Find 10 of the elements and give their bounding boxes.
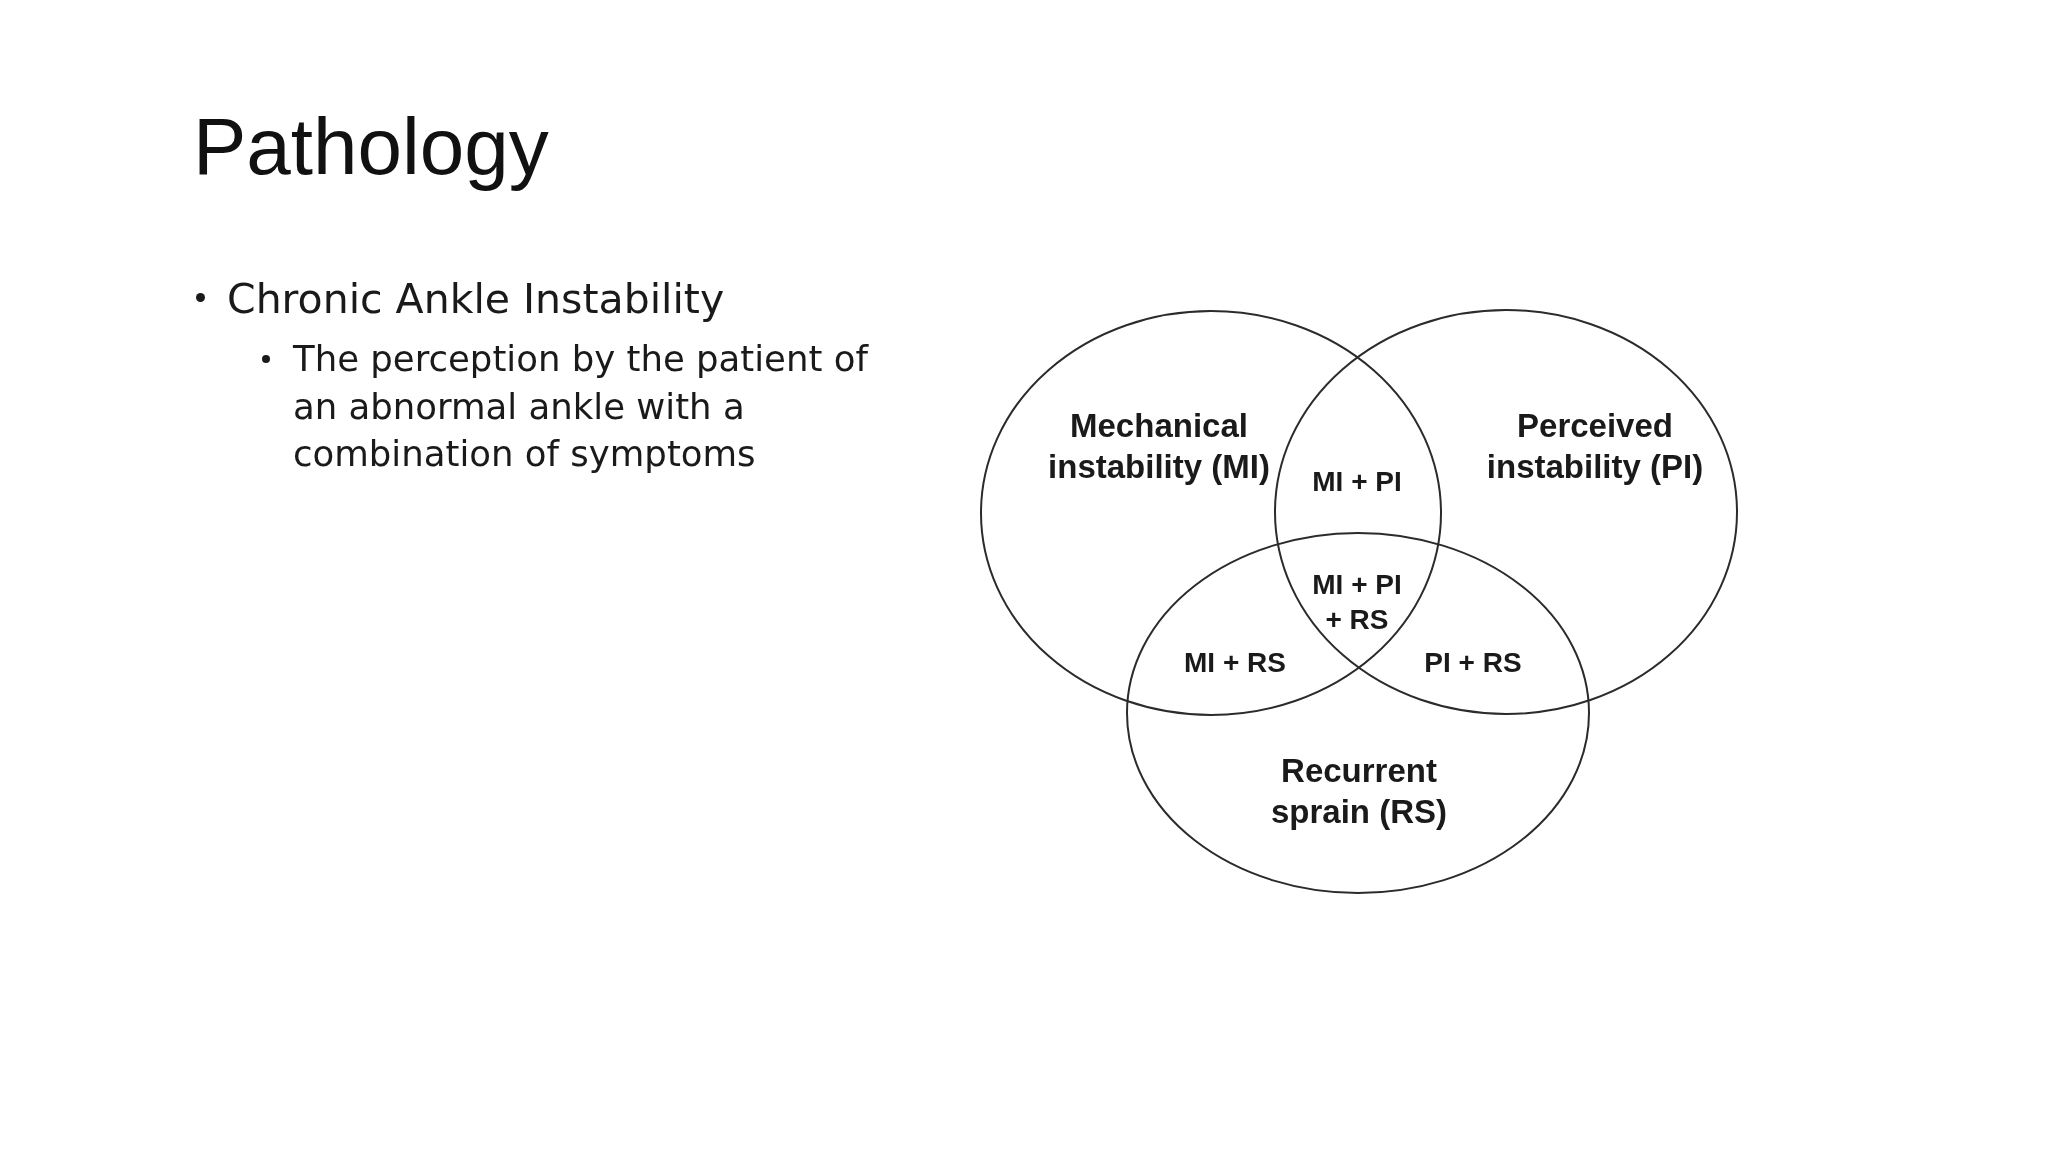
region-label: MI + PI + RS <box>1311 567 1403 637</box>
bullet-text: Chronic Ankle Instability <box>227 273 725 324</box>
region-label: MI + PI <box>1312 464 1402 499</box>
sub-bullet-text: The perception by the patient of an abnormal ankle with a combination of symptoms <box>293 337 870 476</box>
set-label: Mechanical instability (MI) <box>1047 405 1271 487</box>
region-label: PI + RS <box>1424 645 1522 680</box>
set-label: Perceived instability (PI) <box>1485 405 1705 487</box>
set-label: Recurrent sprain (RS) <box>1270 750 1448 832</box>
region-label: MI + RS <box>1184 645 1286 680</box>
venn-ellipse <box>1126 532 1590 894</box>
